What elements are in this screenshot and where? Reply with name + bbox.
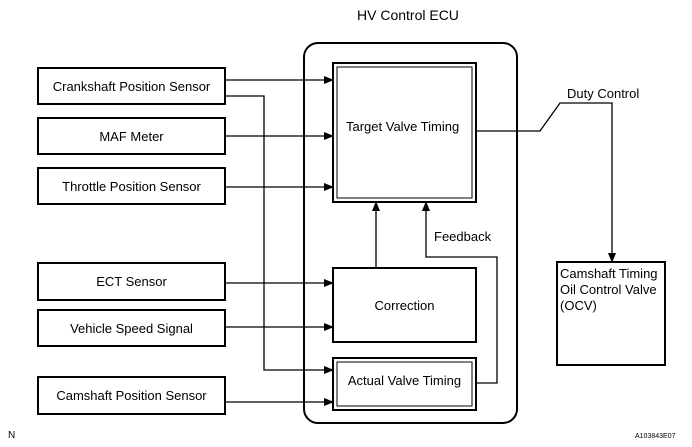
ocv-label-line2: Oil Control Valve: [560, 282, 657, 297]
target-valve-timing-label: Target Valve Timing: [346, 119, 460, 134]
ocv-label-line3: (OCV): [560, 298, 597, 313]
sensor-label-crankshaft: Crankshaft Position Sensor: [52, 78, 211, 94]
duty-control-line: [476, 102, 616, 263]
actual-valve-timing-box: [332, 357, 477, 411]
sensor-label-maf: MAF Meter: [99, 128, 164, 144]
ecu-container: [303, 42, 518, 424]
target-valve-timing-inner-border: [336, 66, 473, 199]
actual-valve-timing-inner-border: [336, 361, 473, 407]
figure-id-code: A103843E07: [635, 433, 676, 440]
ecu-title: HV Control ECU: [357, 7, 459, 23]
sensor-label-ect: ECT Sensor: [96, 274, 167, 289]
sensor-label-camshaft: Camshaft Position Sensor: [56, 388, 207, 403]
throttle-sensor-box: [37, 167, 226, 205]
actual-valve-timing-label: Actual Valve Timing: [347, 372, 462, 388]
crankshaft-to-actual-arrow: [225, 95, 334, 374]
ect-sensor-box: [37, 262, 226, 301]
ocv-label-line1: Camshaft Timing: [560, 266, 658, 281]
sensor-label-vehicle-speed: Vehicle Speed Signal: [70, 320, 193, 336]
camshaft-sensor-box: [37, 376, 226, 415]
corner-mark-left: N: [8, 430, 16, 441]
feedback-arrow: [422, 201, 498, 384]
crankshaft-sensor-box: [37, 67, 226, 105]
feedback-label: Feedback: [434, 229, 492, 244]
sensor-label-throttle: Throttle Position Sensor: [62, 178, 201, 194]
correction-label: Correction: [374, 297, 435, 313]
duty-control-label: Duty Control: [567, 86, 640, 101]
vehicle-speed-box: [37, 309, 226, 347]
correction-box: [332, 267, 477, 343]
